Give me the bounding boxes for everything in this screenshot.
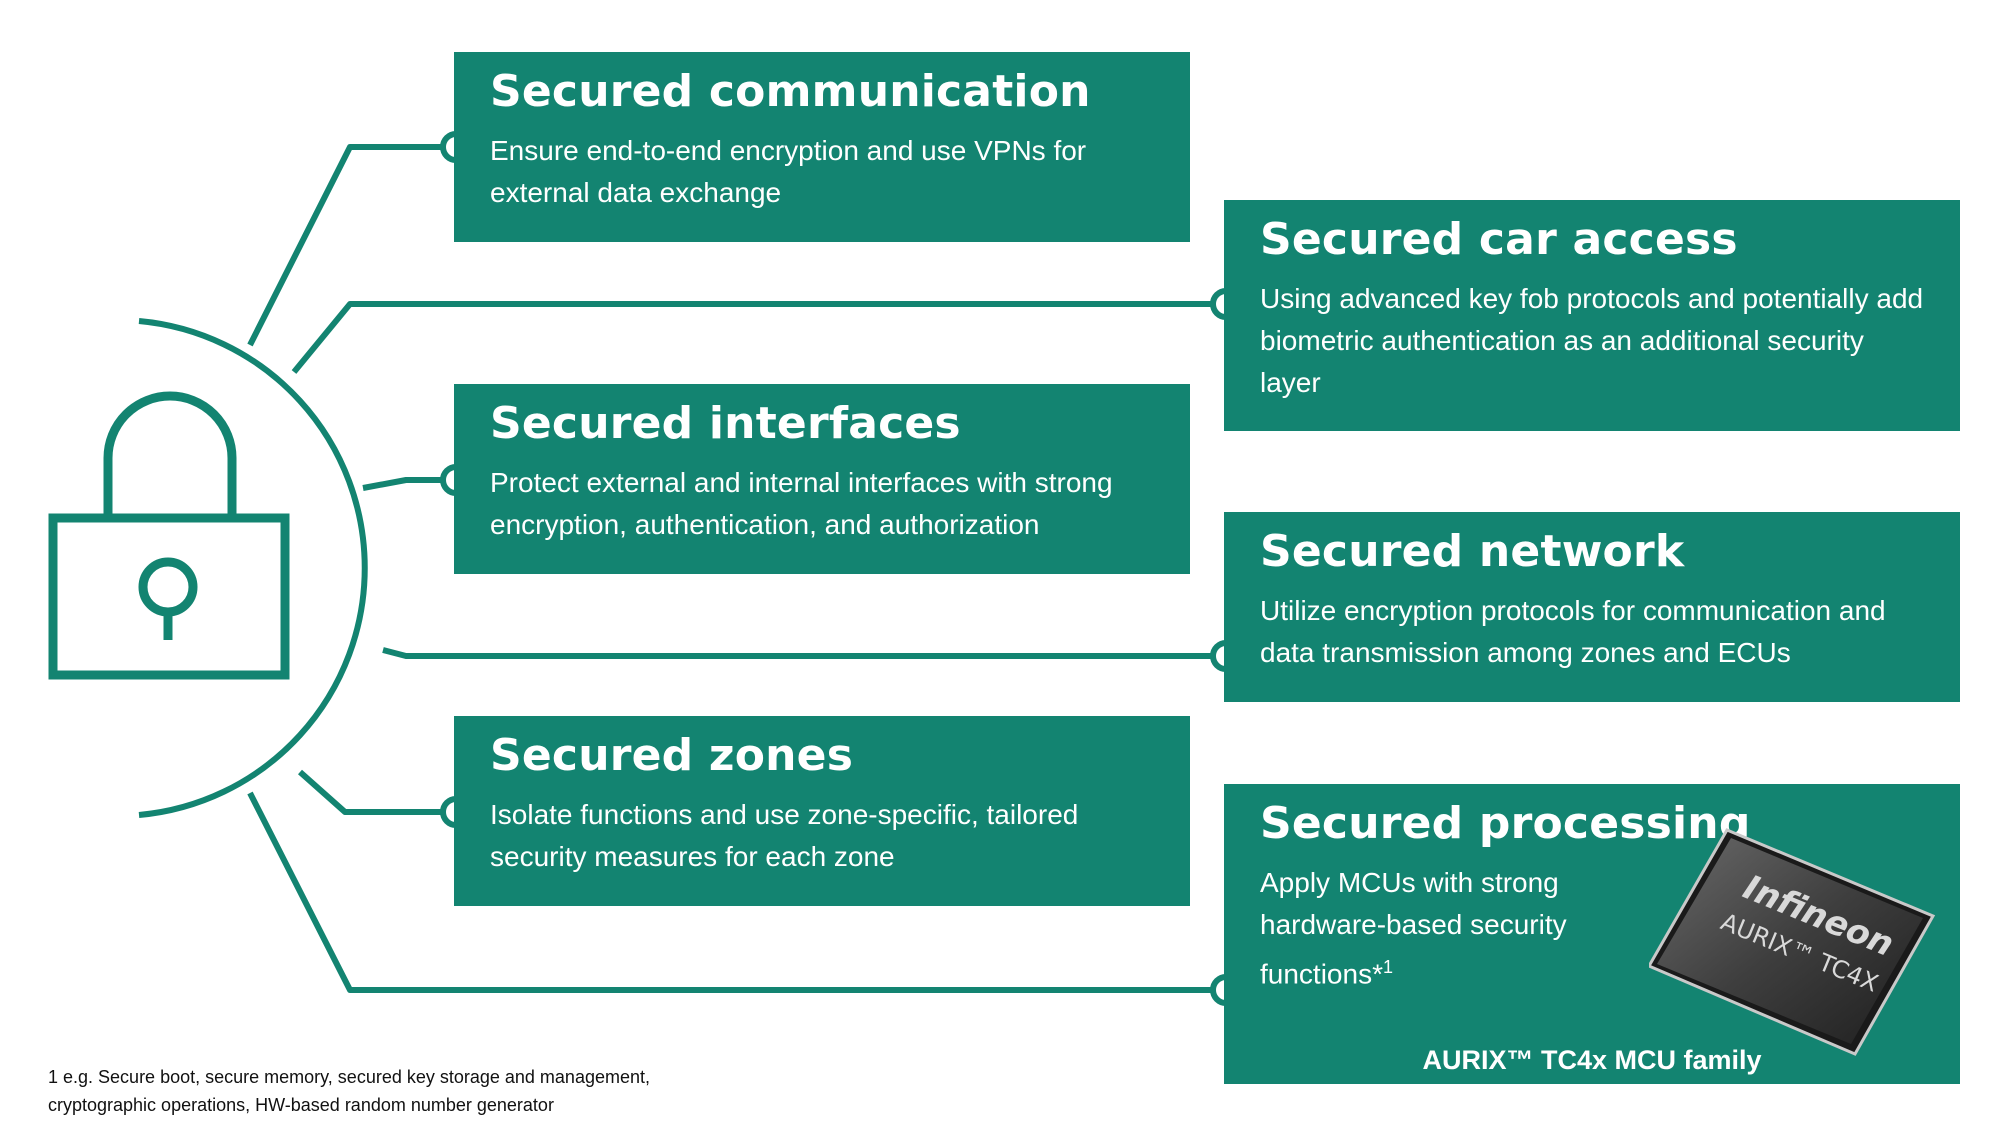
enclosure-arc <box>138 318 368 818</box>
footnote-marker: 1 <box>1382 957 1393 978</box>
connector-network <box>382 647 1226 659</box>
card-description: Apply MCUs with strong hardware-based se… <box>1260 862 1600 995</box>
padlock-icon <box>48 391 290 680</box>
card-title: Secured communication <box>490 66 1091 117</box>
connector-zones <box>298 769 456 815</box>
footnote: 1 e.g. Secure boot, secure memory, secur… <box>48 1063 650 1119</box>
footnote-line-1: 1 e.g. Secure boot, secure memory, secur… <box>48 1067 650 1087</box>
card-secured-interfaces: Secured interfaces Protect external and … <box>454 384 1190 574</box>
card-description: Protect external and internal interfaces… <box>490 467 1113 541</box>
card-description-text: Apply MCUs with strong hardware-based se… <box>1260 867 1567 990</box>
card-secured-car-access: Secured car access Using advanced key fo… <box>1224 200 1960 431</box>
card-secured-network: Secured network Utilize encryption proto… <box>1224 512 1960 702</box>
connector-interfaces <box>362 477 456 491</box>
card-description: Using advanced key fob protocols and pot… <box>1260 283 1924 399</box>
card-title: Secured zones <box>490 730 854 781</box>
card-title: Secured interfaces <box>490 398 961 449</box>
microcontroller-chip-icon: Infineon AURIX™ TC4X <box>1646 804 1949 1064</box>
footnote-line-2: cryptographic operations, HW-based rando… <box>48 1095 554 1115</box>
card-description: Ensure end-to-end encryption and use VPN… <box>490 135 1087 209</box>
card-title: Secured processing <box>1260 798 1751 849</box>
card-secured-processing: Secured processing Apply MCUs with stron… <box>1224 784 1960 1084</box>
connector-communication <box>247 144 456 347</box>
card-secured-communication: Secured communication Ensure end-to-end … <box>454 52 1190 242</box>
card-title: Secured car access <box>1260 214 1738 265</box>
card-description: Utilize encryption protocols for communi… <box>1260 595 1886 669</box>
connector-car-access <box>291 301 1226 374</box>
card-description: Isolate functions and use zone-specific,… <box>490 799 1079 873</box>
card-title: Secured network <box>1260 526 1685 577</box>
chip-caption: AURIX™ TC4x MCU family <box>1422 1045 1762 1075</box>
card-secured-zones: Secured zones Isolate functions and use … <box>454 716 1190 906</box>
connector-processing <box>247 791 1226 993</box>
